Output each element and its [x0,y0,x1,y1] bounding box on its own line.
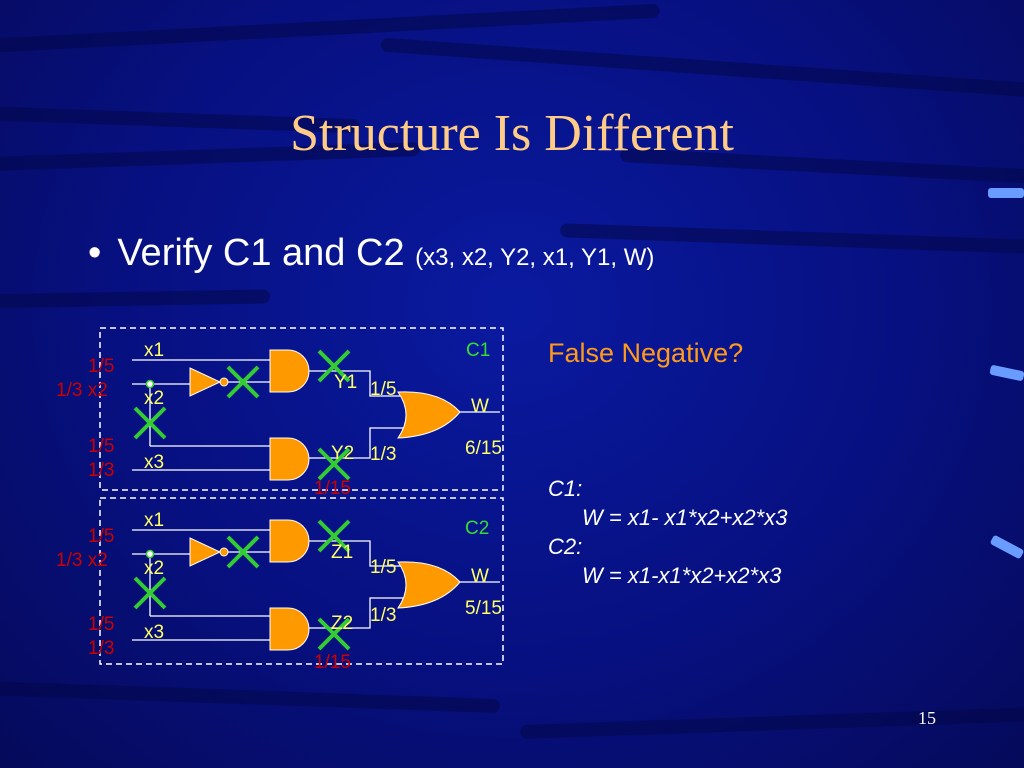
and-gate-y2 [269,437,310,481]
circuit-label-c1: C1 [466,340,490,361]
gate-label-y2: Y2 [331,443,354,464]
question-text: False Negative? [548,338,744,368]
prob-x3-a: 1/5 [88,436,114,457]
output-prob: 5/15 [465,598,502,619]
prob-x2-signal: x2 [88,550,108,571]
gate-label-z1: Z1 [331,542,353,563]
and-gate-z2 [269,607,310,651]
output-prob: 6/15 [465,438,502,459]
prob-x2-signal: x2 [88,380,108,401]
prob-x3-b: 1/3 [88,460,114,481]
not-gate [189,367,222,397]
signal-label-x2: x2 [144,558,164,579]
signal-label-x2: x2 [144,388,164,409]
bullet-item: • Verify C1 and C2 (x3, x2, Y2, x1, Y1, W… [88,232,654,275]
gate-label-z2: Z2 [331,613,353,634]
signal-label-x3: x3 [144,622,164,643]
gate1-prob: 1/5 [370,379,396,400]
equation-label-c2: C2: [548,534,583,559]
equations: C1: W = x1- x1*x2+x2*x3 C2: W = x1-x1*x2… [548,474,787,590]
bullet-sub-text: (x3, x2, Y2, x1, Y1, W) [415,244,655,271]
signal-label-x1: x1 [144,340,164,361]
gate1-prob: 1/5 [370,557,396,578]
junction-dot [145,549,155,559]
circuit-c1-box [99,327,504,491]
prob-x2: 1/3 [56,550,82,571]
slide-title: Structure Is Different [290,105,734,162]
bullet-main-text: Verify C1 and C2 [117,232,405,274]
gate2-prob: 1/3 [370,444,396,465]
or-gate-w [397,561,461,609]
bullet-dot: • [88,232,102,274]
prob-x2: 1/3 [56,380,82,401]
not-gate [189,537,222,567]
gate2-out-prob: 1/15 [314,478,351,499]
circuit-label-c2: C2 [465,518,489,539]
equation-label-c1: C1: [548,476,583,501]
equation-c2: W = x1-x1*x2+x2*x3 [582,563,782,588]
signal-label-x1: x1 [144,510,164,531]
not-gate-bubble [219,377,229,387]
not-gate-bubble [219,547,229,557]
prob-x3-a: 1/5 [88,614,114,635]
circuit-c2-box [99,497,504,665]
gate2-prob: 1/3 [370,605,396,626]
prob-x3-b: 1/3 [88,638,114,659]
prob-x1: 1/5 [88,526,114,547]
circuit-c2: x1 x2 x3 C2 Z1 Z2 W 5/15 1/5 1/3 1/15 1/… [56,497,504,673]
equation-c1: W = x1- x1*x2+x2*x3 [582,505,788,530]
prob-x2-row: 1/3 x2 [56,550,108,571]
output-label-w: W [471,396,489,417]
gate2-out-prob: 1/15 [314,652,351,673]
or-gate-w [397,391,461,439]
prob-x2-row: 1/3 x2 [56,380,108,401]
circuit-c2-wires [132,529,500,641]
output-label-w: W [471,566,489,587]
gate-label-y1: Y1 [334,372,357,393]
junction-dot [145,379,155,389]
and-gate-z1 [269,519,310,563]
circuit-c1-wires [132,359,500,471]
prob-x1: 1/5 [88,356,114,377]
and-gate-y1 [269,349,310,393]
accent-bar [988,188,1024,198]
signal-label-x3: x3 [144,452,164,473]
page-number: 15 [918,708,936,728]
circuit-c1: x1 x2 x3 C1 Y1 Y2 W 6/15 1/5 1/3 1/15 1/… [56,327,504,499]
